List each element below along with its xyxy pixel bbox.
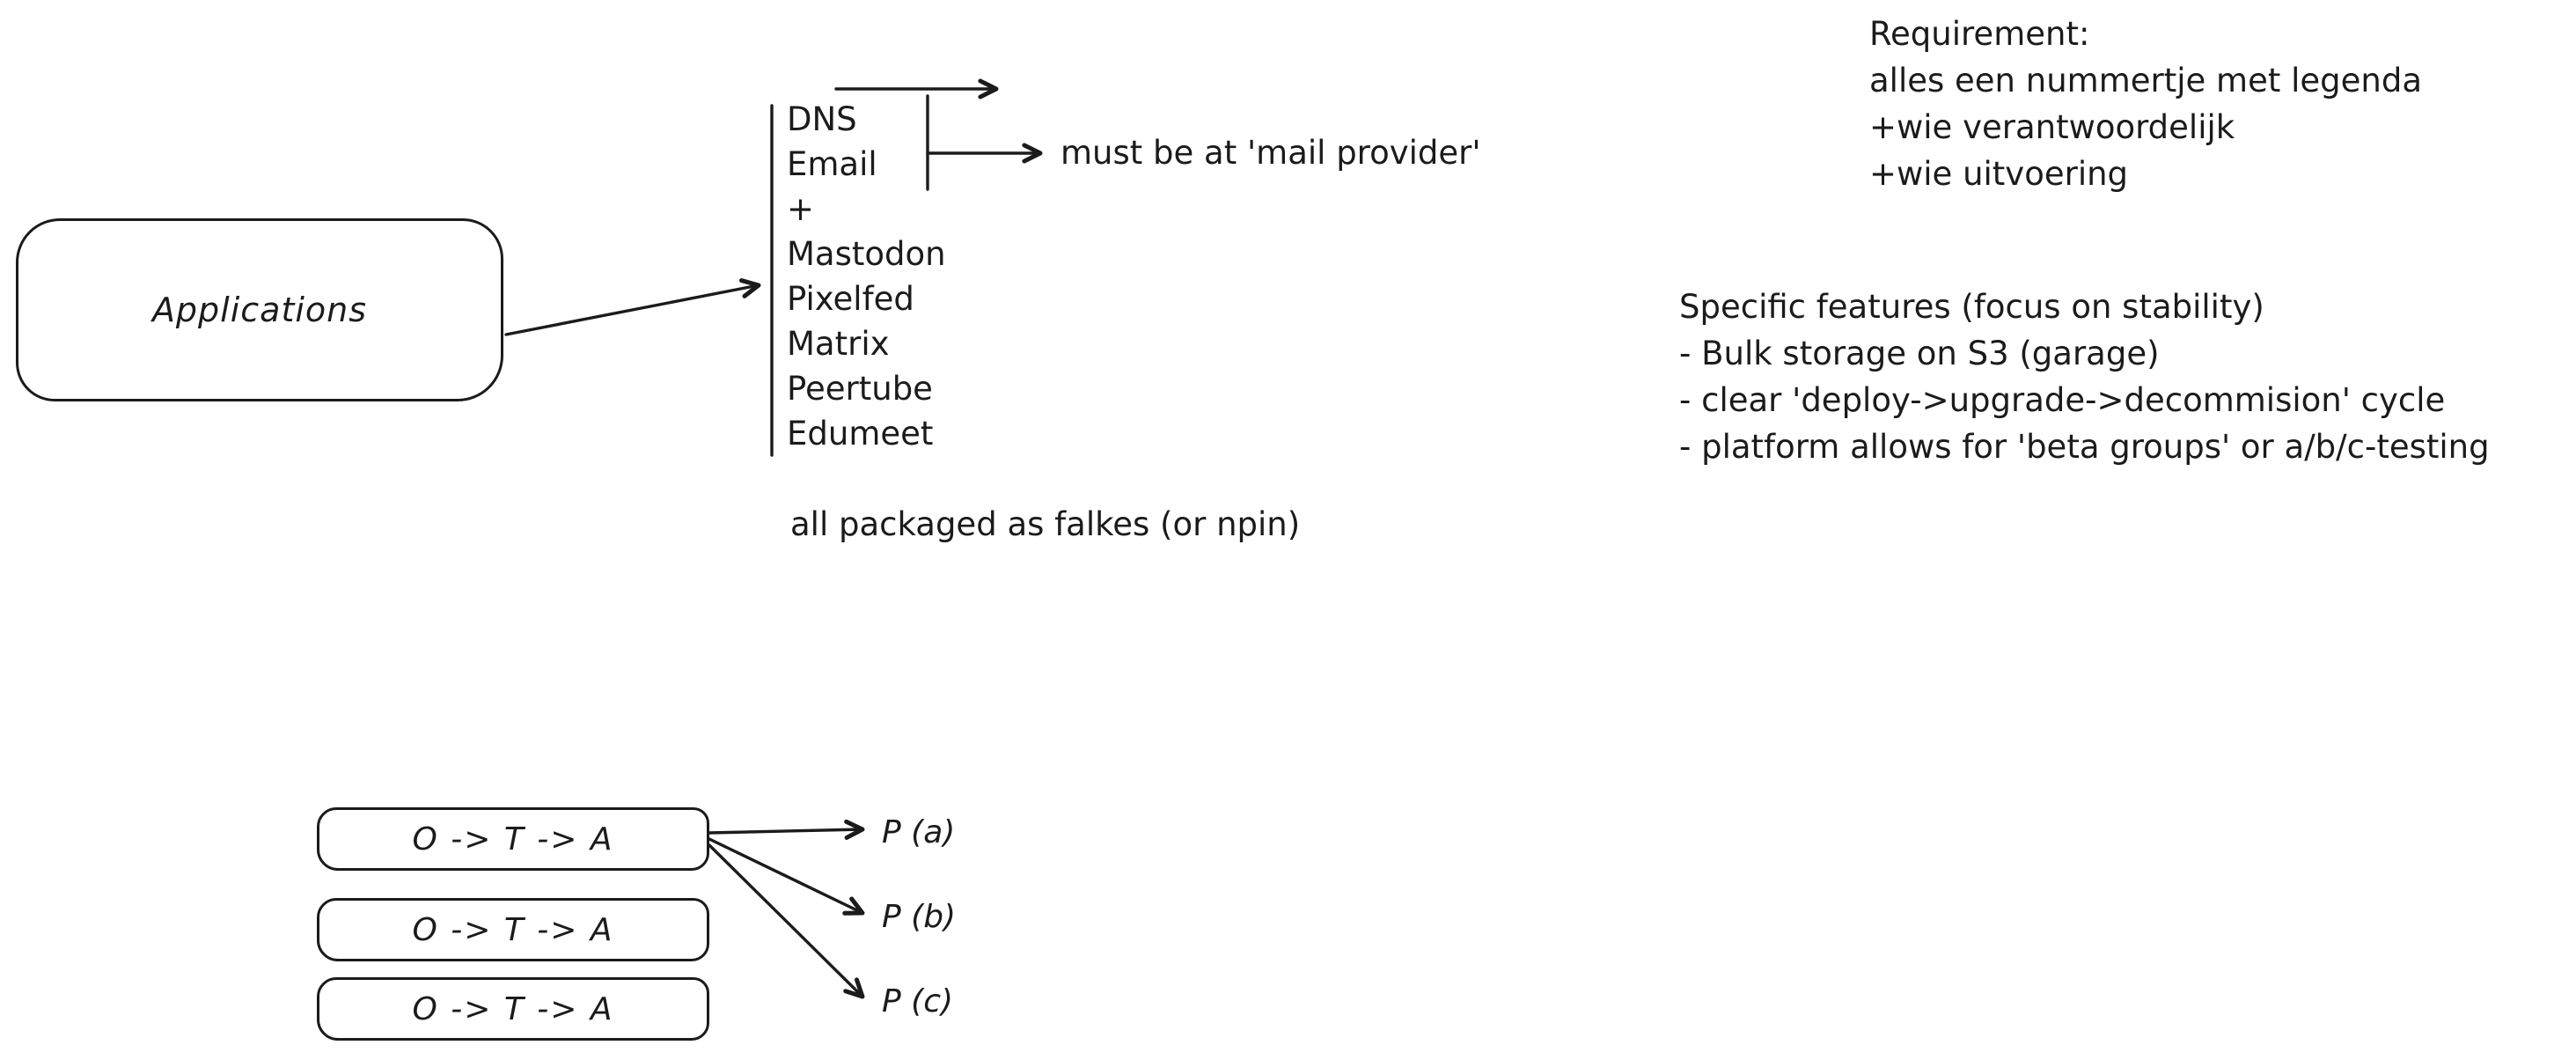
service-item-matrix: Matrix xyxy=(787,325,890,363)
pipeline-box-1: O -> T -> A xyxy=(317,807,709,871)
services-list: DNS Email + Mastodon Pixelfed Matrix Pee… xyxy=(787,97,946,456)
service-item-mastodon: Mastodon xyxy=(787,235,946,273)
service-item-plus: + xyxy=(787,190,815,228)
requirement-line-uitvoering: +wie uitvoering xyxy=(1869,155,2129,193)
pipeline-label-2: O -> T -> A xyxy=(412,911,614,948)
pipeline-label-1: O -> T -> A xyxy=(412,821,614,858)
features-line-bulk-storage: - Bulk storage on S3 (garage) xyxy=(1679,335,2160,372)
features-title: Specific features (focus on stability) xyxy=(1679,288,2264,326)
arrow-ota-to-output-a xyxy=(708,819,865,840)
mail-provider-note: must be at 'mail provider' xyxy=(1060,134,1481,172)
service-item-pixelfed: Pixelfed xyxy=(787,280,914,318)
requirement-title: Requirement: xyxy=(1869,15,2090,53)
requirement-line-verantwoordelijk: +wie verantwoordelijk xyxy=(1869,108,2235,146)
arrow-ota-to-output-b xyxy=(708,837,865,916)
applications-label: Applications xyxy=(151,291,368,329)
arrow-ota-to-output-c xyxy=(708,843,865,999)
packaging-note: all packaged as falkes (or npin) xyxy=(790,505,1301,543)
pipeline-box-2: O -> T -> A xyxy=(317,898,709,961)
output-label-b: P (b) xyxy=(882,899,957,935)
features-line-beta-groups: - platform allows for 'beta groups' or a… xyxy=(1679,428,2490,466)
arrow-applications-to-services xyxy=(504,278,761,336)
output-label-a: P (a) xyxy=(882,814,956,850)
requirement-note: Requirement: alles een nummertje met leg… xyxy=(1869,11,2422,197)
applications-box: Applications xyxy=(16,218,503,401)
features-note: Specific features (focus on stability) -… xyxy=(1679,283,2490,470)
pipeline-label-3: O -> T -> A xyxy=(412,990,614,1027)
service-item-edumeet: Edumeet xyxy=(787,415,934,453)
service-item-peertube: Peertube xyxy=(787,370,933,408)
output-label-c: P (c) xyxy=(882,983,954,1020)
features-line-deploy-cycle: - clear 'deploy->upgrade->decommision' c… xyxy=(1679,381,2446,419)
service-item-dns: DNS xyxy=(787,100,857,138)
requirement-line-legenda: alles een nummertje met legenda xyxy=(1869,62,2423,99)
pipeline-box-3: O -> T -> A xyxy=(317,977,709,1041)
service-item-email: Email xyxy=(787,145,877,183)
